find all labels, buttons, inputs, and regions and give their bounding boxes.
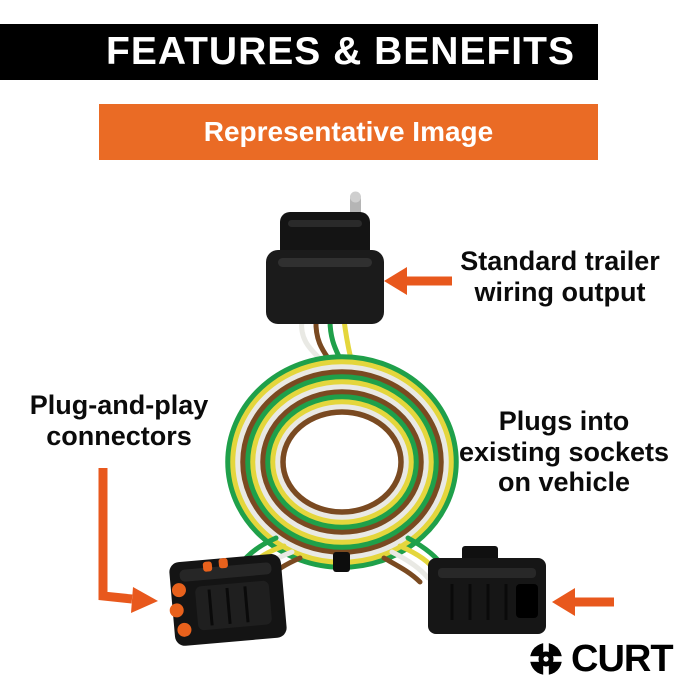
curt-logo: CURT (528, 638, 674, 680)
representative-image-label: Representative Image (203, 116, 494, 147)
callout-line: Standard trailer (460, 246, 660, 276)
callout-line: existing sockets (458, 436, 670, 467)
callout-line: on vehicle (497, 467, 631, 497)
callout-plug-and-play: Plug-and-play connectors (14, 390, 224, 451)
wire-coil (225, 354, 459, 570)
callout-line: connectors (46, 420, 192, 451)
right-vehicle-connector (428, 546, 546, 634)
representative-image-banner: Representative Image (99, 104, 598, 160)
arrow-right-callout (552, 588, 614, 616)
callout-line: wiring output (474, 276, 646, 307)
arrow-left-callout (98, 468, 158, 613)
callout-standard-trailer-output: Standard trailer wiring output (436, 246, 684, 307)
zip-tie (333, 552, 350, 572)
features-banner: FEATURES & BENEFITS (0, 24, 598, 80)
callout-plugs-into-sockets: Plugs into existing sockets on vehicle (444, 406, 684, 498)
callout-line: Plug-and-play (29, 390, 209, 420)
callout-line: Plugs into (498, 406, 630, 436)
curt-logo-text: CURT (571, 638, 674, 680)
left-vehicle-connector (169, 554, 287, 646)
arrow-top-callout (384, 267, 452, 295)
features-banner-title: FEATURES & BENEFITS (106, 30, 575, 73)
curt-logo-icon (528, 641, 564, 677)
trailer-plug-connector (266, 191, 384, 324)
